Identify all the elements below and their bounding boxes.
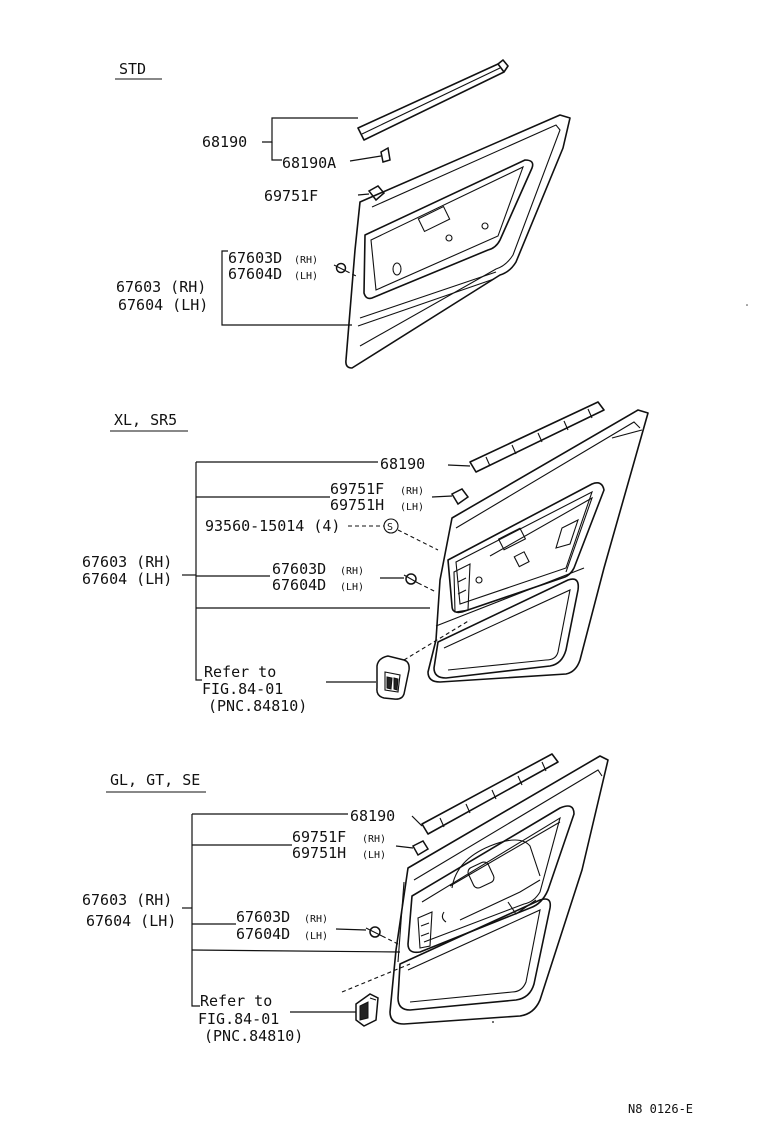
fastener-67603d [333,262,347,274]
leader-67603d-dashed [345,270,357,277]
door-trim-panel-std [345,114,571,369]
label-refer-2: FIG.84-01 [198,1010,279,1028]
leader-68190 [262,117,358,143]
leader-67603d-dashed [381,935,399,945]
leader-68190-right [447,464,471,467]
label-67604d: 67604D [236,925,290,943]
label-68190: 68190 [202,133,247,151]
moulding-strip [357,59,509,141]
label-69751f: 69751F [292,828,346,846]
label-67603d: 67603D [228,249,282,267]
label-refer-1: Refer to [200,992,272,1010]
label-67603d: 67603D [236,908,290,926]
leader-67603d-dashed [417,582,437,593]
moulding-strip [421,753,559,835]
section-std: STD [115,59,571,369]
leader-68190a-bracket [271,142,282,161]
label-refer-3: (PNC.84810) [208,697,307,715]
leader-main-bracket [191,814,200,1007]
section-xl-sr5: XL, SR5 S [82,401,649,715]
leader-67603d-right [335,928,367,931]
leader-screw-right [397,529,439,551]
label-67604d: 67604D [272,576,326,594]
label-67603d-side: (RH) [294,255,318,266]
label-69751f: 69751F [264,187,318,205]
leader-67603-bracket [221,250,228,300]
label-67604: 67604 (LH) [82,570,172,588]
speck [746,304,748,306]
label-67604: 67604 (LH) [118,296,208,314]
label-67603: 67603 (RH) [82,891,172,909]
fastener-67603d [365,926,383,938]
leader-switch-dashed [403,619,471,661]
leader-67603-panel [221,300,352,326]
label-67604d-side: (LH) [340,582,364,593]
label-69751h: 69751H [330,496,384,514]
label-refer-1: Refer to [204,663,276,681]
label-69751h-side: (LH) [362,850,386,861]
screw-mark: S [387,522,393,533]
label-69751f: 69751F [330,480,384,498]
label-67603d-side: (RH) [340,566,364,577]
power-window-switch [355,993,379,1027]
leader-69751-right [431,495,453,498]
label-67603: 67603 (RH) [116,278,206,296]
label-67603: 67603 (RH) [82,553,172,571]
label-67603d: 67603D [272,560,326,578]
label-67604d-side: (LH) [294,271,318,282]
footer-code: N8 0126-E [628,1102,693,1116]
fastener-67603d [403,573,419,585]
leader-switch-dashed [341,963,411,993]
label-refer-2: FIG.84-01 [202,680,283,698]
label-69751f-side: (RH) [362,834,386,845]
section-title-xl-sr5: XL, SR5 [114,411,177,429]
label-67604: 67604 (LH) [86,912,176,930]
label-67604d-side: (LH) [304,931,328,942]
section-title-std: STD [119,60,146,78]
label-68190: 68190 [380,455,425,473]
power-window-switch [376,655,410,700]
leader-69751f [357,193,370,196]
leader-main-bracket [195,462,202,681]
leader-68190-right [411,815,423,827]
label-refer-3: (PNC.84810) [204,1027,303,1045]
screw-93560: S [383,518,399,534]
clip-68190a [380,146,391,163]
door-trim-panel-xl [427,409,649,683]
leader-68190a [349,155,382,162]
section-title-gl-gt-se: GL, GT, SE [110,771,200,789]
label-93560: 93560-15014 (4) [205,517,340,535]
label-69751h: 69751H [292,844,346,862]
speck [492,1021,494,1023]
moulding-strip [469,401,605,473]
door-trim-panel-gl [389,755,609,1025]
label-68190: 68190 [350,807,395,825]
label-69751f-side: (RH) [400,486,424,497]
section-gl-gt-se: GL, GT, SE [82,753,609,1045]
label-69751h-side: (LH) [400,502,424,513]
label-67603d-side: (RH) [304,914,328,925]
clip-69751f [367,185,386,202]
label-67604d: 67604D [228,265,282,283]
leader-69751-right [395,845,414,849]
clip-69751f [411,840,430,857]
clip-69751f [450,488,470,506]
leader-panel [191,949,401,953]
label-68190a: 68190A [282,154,336,172]
